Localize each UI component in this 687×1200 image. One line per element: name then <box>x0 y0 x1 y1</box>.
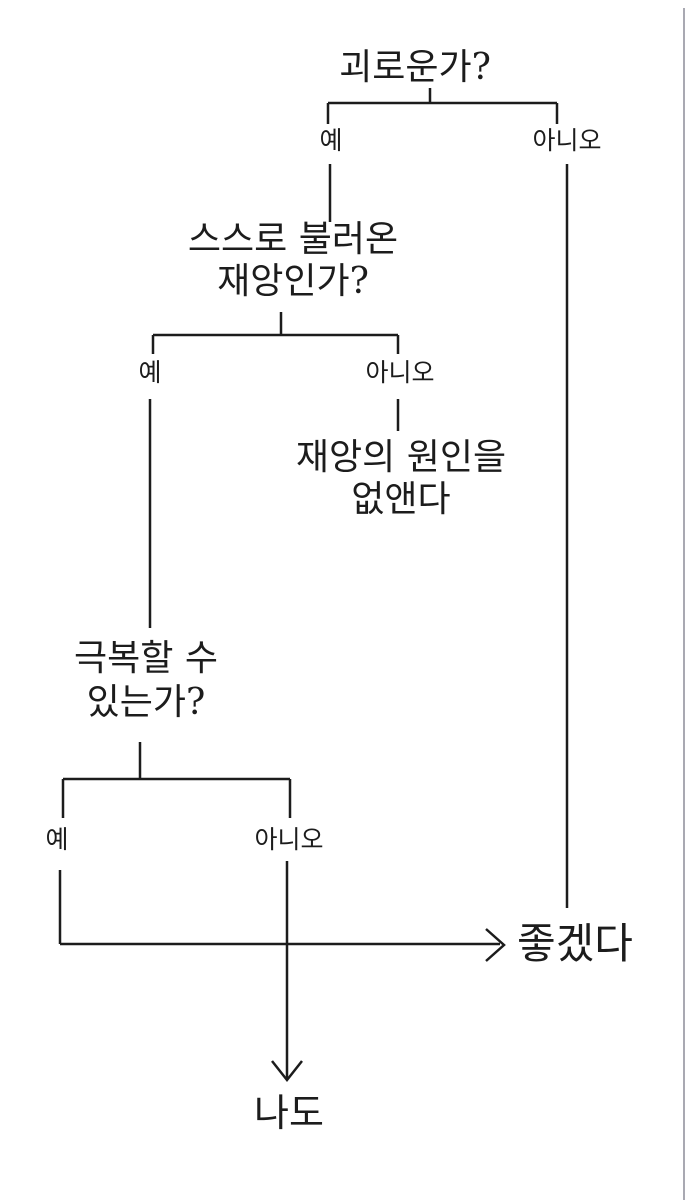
answer-node-remove-cause: 재앙의 원인을 없앤다 <box>296 437 506 521</box>
right-arrowhead-icon <box>485 928 506 962</box>
branch-label-q2-yes: 예 <box>138 358 162 387</box>
question-node-3-line2: 있는가? <box>86 682 206 723</box>
question-node-2: 스스로 불러온 재앙인가? <box>188 219 398 303</box>
question-node-3: 극복할 수 있는가? <box>74 637 218 725</box>
question-node-3-line1: 극복할 수 <box>74 638 218 679</box>
question-node-2-line2: 재앙인가? <box>217 261 369 302</box>
branch-label-q1-yes: 예 <box>319 126 343 155</box>
page-edge-line <box>683 8 685 1200</box>
answer-node-would-be-nice: 좋겠다 <box>517 919 633 968</box>
answer-node-me-too: 나도 <box>254 1091 324 1135</box>
branch-label-q2-no: 아니오 <box>365 358 435 387</box>
branch-label-q3-yes: 예 <box>45 825 69 854</box>
answer-node-remove-cause-line2: 없앤다 <box>351 479 451 520</box>
question-node-1: 괴로운가? <box>339 47 491 88</box>
answer-node-remove-cause-line1: 재앙의 원인을 <box>295 437 507 478</box>
branch-label-q1-no: 아니오 <box>532 126 602 155</box>
question-node-2-line1: 스스로 불러온 <box>187 219 399 260</box>
branch-label-q3-no: 아니오 <box>254 825 324 854</box>
down-arrowhead-icon <box>271 1060 303 1083</box>
